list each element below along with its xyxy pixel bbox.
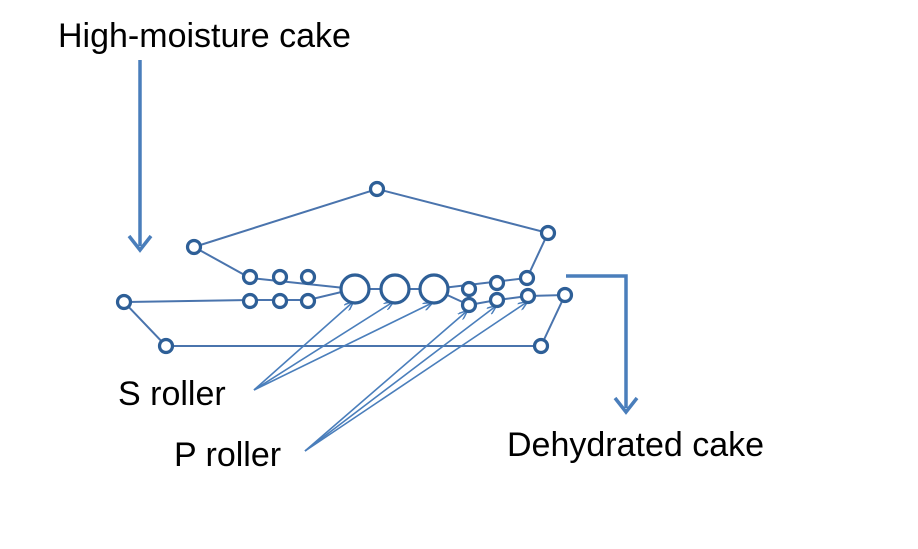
input-flow-arrow (127, 60, 153, 253)
press-roller-small (299, 268, 317, 286)
upper-right-roller (539, 224, 557, 242)
bottom-right-roller (532, 337, 550, 355)
bottom-left-roller (157, 337, 175, 355)
output-label: Dehydrated cake (507, 426, 764, 464)
press-roller-small (241, 292, 259, 310)
press-roller-small (299, 292, 317, 310)
discharge-roller (556, 286, 574, 304)
output-flow-arrow (566, 274, 639, 415)
s-roller-label: S roller (118, 375, 226, 413)
s-roller (418, 273, 450, 305)
s-roller-pointers (253, 302, 432, 391)
p-roller (460, 296, 478, 314)
p-roller (518, 269, 536, 287)
p-roller (460, 280, 478, 298)
input-label: High-moisture cake (58, 17, 351, 55)
lower-left-roller (115, 293, 133, 311)
top-roller (368, 180, 386, 198)
upper-left-roller (185, 238, 203, 256)
p-roller (488, 274, 506, 292)
s-roller (339, 273, 371, 305)
s-roller (379, 273, 411, 305)
p-roller-pointers (304, 302, 527, 452)
press-roller-small (241, 268, 259, 286)
p-roller (488, 291, 506, 309)
p-roller (519, 287, 537, 305)
press-roller-small (271, 292, 289, 310)
p-roller-label: P roller (174, 436, 281, 474)
press-roller-small (271, 268, 289, 286)
